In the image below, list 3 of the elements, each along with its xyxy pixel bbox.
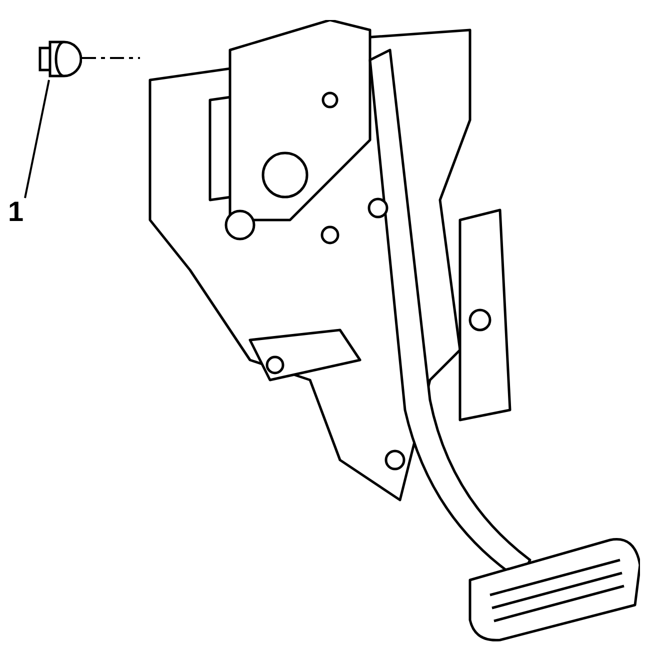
leader-line (24, 80, 50, 198)
alignment-line (82, 57, 140, 59)
callout-number: 1 (8, 196, 24, 227)
